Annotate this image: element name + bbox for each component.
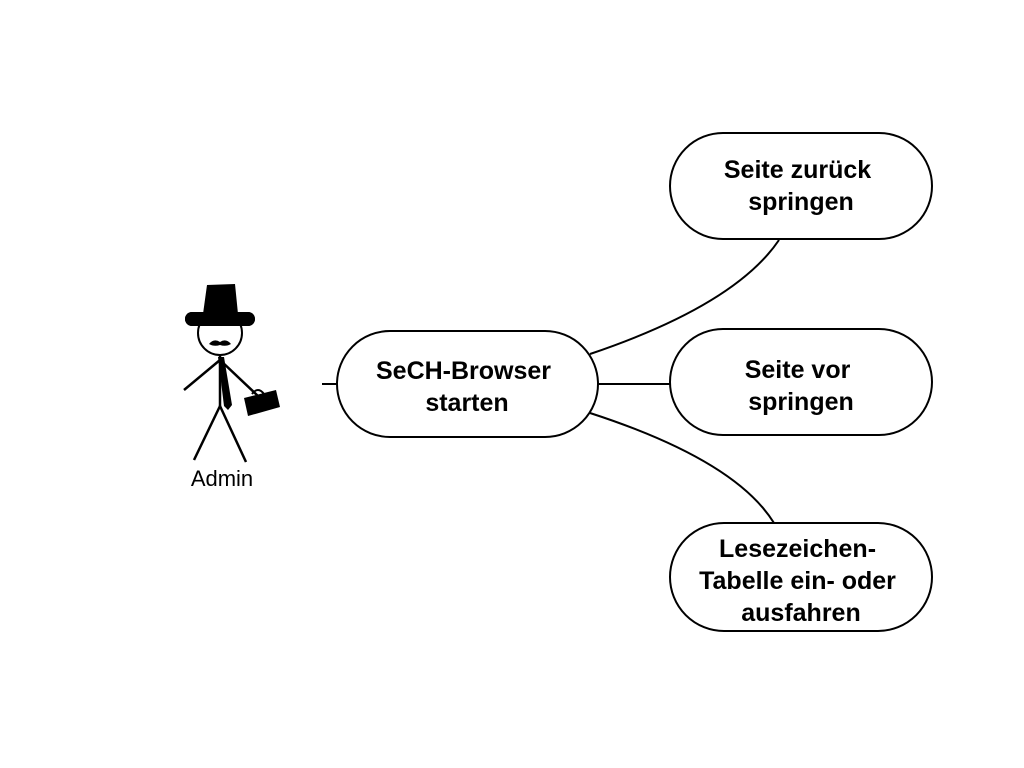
- svg-text:Seite zurück springen: Seite zurück springen: [724, 156, 878, 216]
- use-case-label-line: Lesezeichen-: [719, 535, 876, 563]
- actor-label: Admin: [191, 466, 253, 491]
- use-case-seite-zurueck-springen[interactable]: Seite zurück springen: [669, 132, 933, 240]
- use-case-label-line: starten: [425, 389, 508, 417]
- svg-text:SeCH-Browser starten: SeCH-Browser starten: [376, 357, 558, 417]
- use-case-lesezeichen-tabelle[interactable]: Lesezeichen- Tabelle ein- oder ausfahren: [669, 522, 933, 632]
- use-case-sech-browser-starten[interactable]: SeCH-Browser starten: [336, 330, 599, 438]
- connector-seite-zurueck: [589, 239, 780, 355]
- admin-actor-icon: [183, 284, 280, 463]
- use-case-label-line: Tabelle ein- oder: [699, 567, 896, 595]
- use-case-label-line: springen: [748, 188, 854, 216]
- use-case-label-line: Seite zurück: [724, 156, 871, 184]
- use-case-label-line: ausfahren: [741, 599, 860, 627]
- use-case-label-line: Seite vor: [745, 356, 851, 384]
- use-case-label-line: SeCH-Browser: [376, 357, 551, 385]
- svg-text:Lesezeichen- Tabelle ein: Lesezeichen- Tabelle ein- oder ausfahren: [699, 535, 903, 627]
- connector-lesezeichen: [589, 412, 775, 524]
- svg-text:Seite vor springen: Seite vor springen: [745, 356, 858, 416]
- use-case-seite-vor-springen[interactable]: Seite vor springen: [669, 328, 933, 436]
- use-case-label-line: springen: [748, 388, 854, 416]
